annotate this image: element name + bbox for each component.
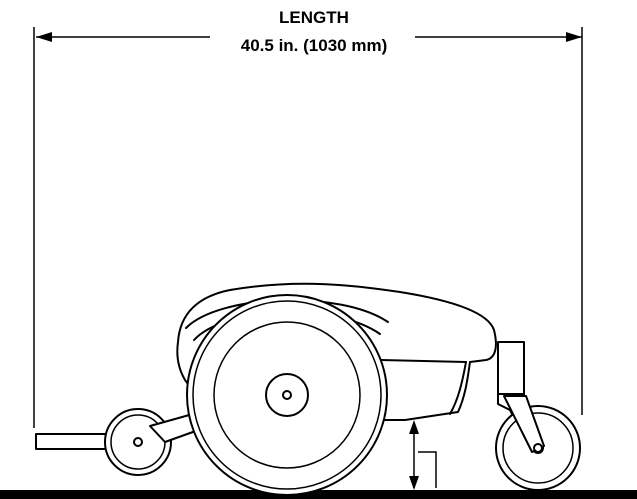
ground-line [0,490,637,499]
rear-caster-wheel [104,408,172,476]
front-caster [495,341,581,491]
dimension-title: LENGTH [279,8,349,27]
dimension-value: 40.5 in. (1030 mm) [241,36,387,55]
ground-clearance-indicator [409,420,437,490]
length-dimension-line [36,32,582,42]
drive-wheel [186,294,388,496]
